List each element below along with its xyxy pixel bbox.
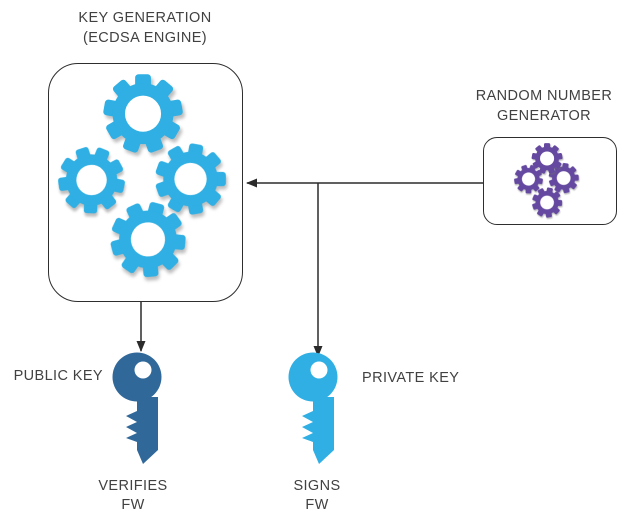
public-key-icon [112, 352, 162, 464]
rng-gears-icon [509, 143, 581, 221]
keygen-box [48, 63, 243, 302]
rng-box [483, 137, 617, 225]
private-key-caption-line1: SIGNS [293, 478, 341, 494]
public-key-caption-line2: FW [121, 497, 145, 513]
private-key-label: PRIVATE KEY [362, 370, 460, 386]
keygen-title-line1: KEY GENERATION [78, 10, 212, 26]
public-key-label: PUBLIC KEY [13, 368, 103, 384]
public-key-caption-line1: VERIFIES [98, 478, 168, 494]
keygen-title: KEY GENERATION (ECDSA ENGINE) [45, 8, 245, 48]
keygen-gears-icon [49, 74, 233, 286]
private-key-icon [288, 352, 338, 464]
rng-title: RANDOM NUMBER GENERATOR [458, 86, 630, 126]
private-key-caption: SIGNS FW [267, 477, 367, 515]
rng-title-line2: GENERATOR [496, 108, 592, 124]
public-key-caption: VERIFIES FW [83, 477, 183, 515]
rng-title-line1: RANDOM NUMBER [475, 88, 613, 104]
keygen-title-line2: (ECDSA ENGINE) [82, 30, 208, 46]
private-key-caption-line2: FW [305, 497, 329, 513]
